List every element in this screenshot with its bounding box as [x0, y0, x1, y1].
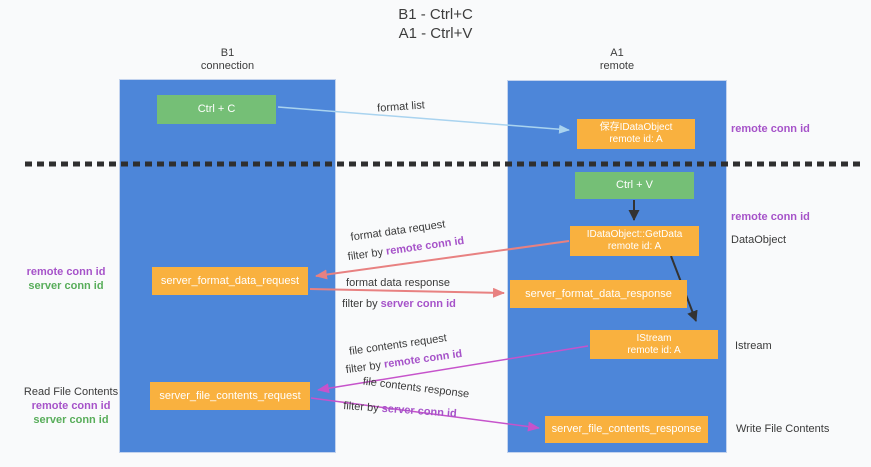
- node-istream-line1: IStream: [636, 332, 672, 344]
- column-header-a1: A1 remote: [507, 47, 727, 73]
- title-line-1: B1 - Ctrl+C: [398, 6, 473, 23]
- node-istream-line2: remote id: A: [627, 344, 681, 356]
- annotation-left-remote-conn-id: remote conn id: [26, 266, 106, 278]
- flow-label-filter-file-response: filter by server conn id: [343, 400, 457, 420]
- node-ctrl-v-label: Ctrl + V: [616, 179, 653, 191]
- node-istream: IStream remote id: A: [590, 330, 718, 359]
- flow-label-filter-format-response: filter by server conn id: [342, 298, 456, 310]
- annotation-read-file-contents: Read File Contents: [23, 386, 119, 398]
- filter-prefix: filter by: [347, 245, 387, 264]
- node-format-request-label: server_format_data_request: [160, 274, 300, 287]
- filter-key-server-conn-id: server conn id: [380, 298, 456, 310]
- annotation-istream: Istream: [735, 340, 772, 352]
- node-save-idataobject-line1: 保存IDataObject: [599, 122, 673, 133]
- node-getdata-line2: remote id: A: [607, 241, 662, 252]
- node-server-file-contents-response: server_file_contents_response: [545, 416, 708, 443]
- annotation-remote-conn-id-mid: remote conn id: [731, 211, 810, 223]
- diagram-title: B1 - Ctrl+C A1 - Ctrl+V: [0, 5, 871, 43]
- annotation-write-file-contents: Write File Contents: [736, 423, 830, 435]
- column-header-b1: B1 connection: [119, 47, 336, 73]
- flow-label-file-contents-response: file contents response: [362, 375, 470, 401]
- node-file-request-label: server_file_contents_request: [159, 389, 301, 402]
- column-b1-subtitle: connection: [200, 60, 255, 72]
- node-format-response-label: server_format_data_response: [525, 287, 672, 300]
- node-server-format-data-response: server_format_data_response: [510, 280, 687, 308]
- node-ctrl-v: Ctrl + V: [575, 172, 694, 199]
- flow-label-format-list: format list: [376, 99, 426, 115]
- filter-prefix: filter by: [345, 358, 385, 377]
- annotation-left-server-conn-id: server conn id: [28, 280, 104, 292]
- arrow-format-data-response: [309, 287, 505, 298]
- node-getdata-line1: IDataObject::GetData: [586, 229, 683, 240]
- annotation-left-file-remote-conn-id: remote conn id: [31, 400, 111, 412]
- filter-prefix: filter by: [342, 400, 383, 415]
- node-server-format-data-request: server_format_data_request: [152, 267, 308, 295]
- node-ctrl-c-label: Ctrl + C: [197, 103, 236, 115]
- annotation-read-file-contents-block: Read File Contents remote conn id server…: [15, 385, 127, 427]
- node-save-idataobject-line2: remote id: A: [609, 134, 663, 145]
- annotation-remote-conn-id-top: remote conn id: [731, 123, 810, 135]
- node-ctrl-c: Ctrl + C: [157, 95, 276, 124]
- annotation-dataobject: DataObject: [731, 234, 787, 246]
- column-b1-name: B1: [220, 47, 235, 59]
- node-idataobject-getdata: IDataObject::GetData remote id: A: [570, 226, 699, 256]
- filter-prefix: filter by: [342, 298, 381, 310]
- node-server-file-contents-request: server_file_contents_request: [150, 382, 310, 410]
- node-save-idataobject: 保存IDataObject remote id: A: [577, 119, 695, 149]
- node-file-response-label: server_file_contents_response: [551, 423, 702, 435]
- title-line-2: A1 - Ctrl+V: [398, 25, 473, 42]
- flow-label-format-data-response: format data response: [346, 277, 450, 289]
- filter-key-server-conn-id: server conn id: [381, 402, 458, 420]
- column-a1-subtitle: remote: [599, 60, 635, 72]
- column-a1-name: A1: [610, 47, 624, 59]
- annotation-left-file-server-conn-id: server conn id: [33, 414, 109, 426]
- filter-key-remote-conn-id: remote conn id: [385, 234, 465, 258]
- annotation-left-format-ids: remote conn id server conn id: [18, 265, 114, 293]
